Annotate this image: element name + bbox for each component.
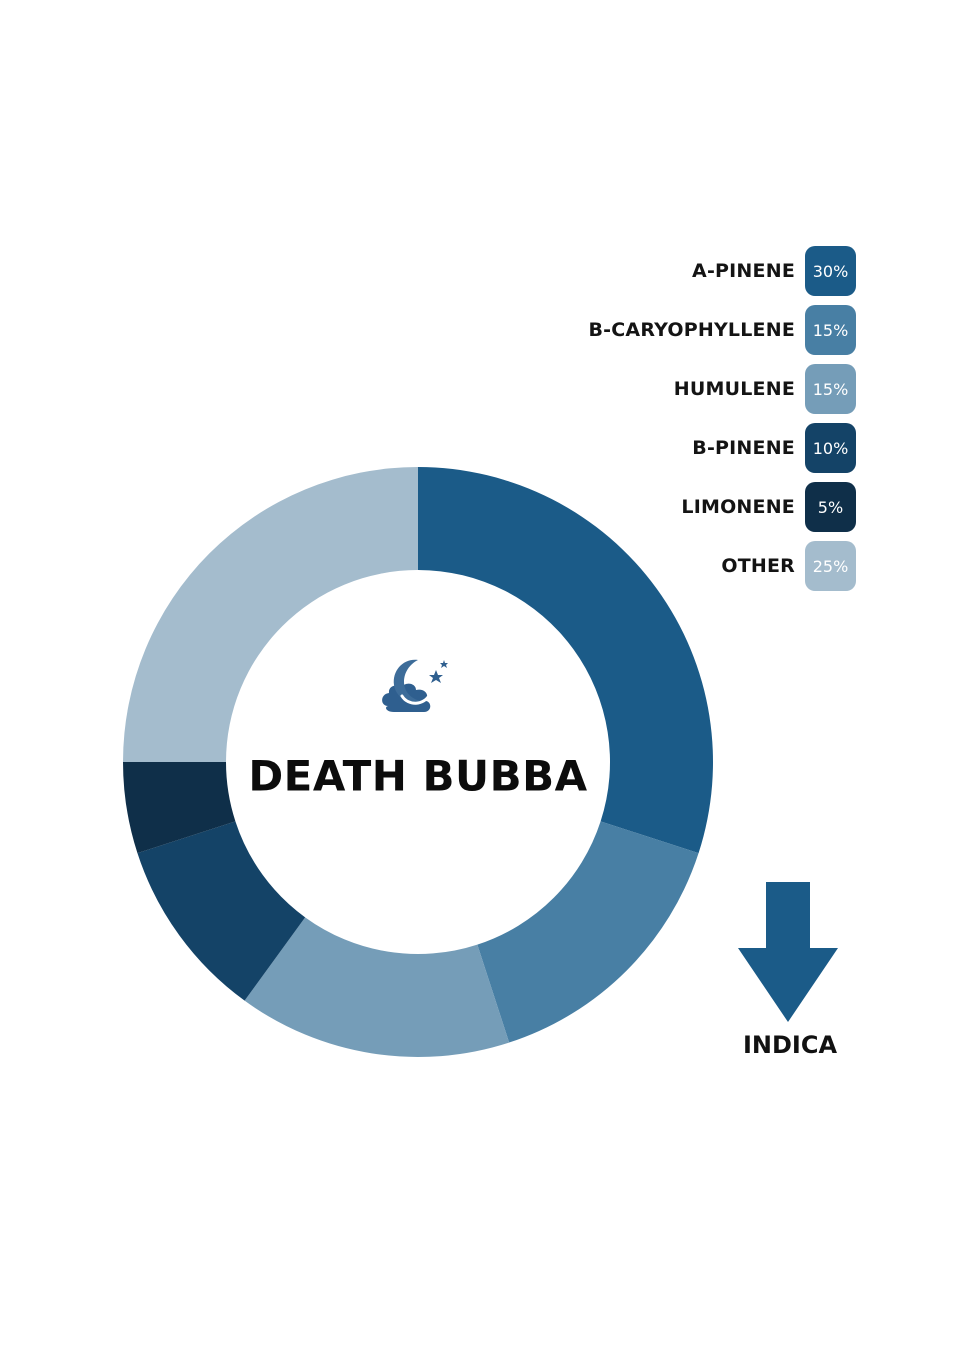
strain-name: DEATH BUBBA [248,751,588,801]
strain-type-label: INDICA [742,1031,838,1059]
donut-slice-limonene [123,762,236,854]
moon-cloud-logo-icon [378,650,458,725]
donut-slice-a-pinene [418,467,713,854]
legend-label: HUMULENE [673,378,795,400]
legend-value-badge: 15% [805,364,856,414]
donut-slice-humulene [244,917,510,1057]
legend-value-badge: 10% [805,423,856,473]
legend-item: LIMONENE 5% [589,482,856,532]
legend-item: B-CARYOPHYLLENE 15% [588,305,856,355]
down-arrow-icon [736,880,840,1029]
legend-value-badge: 5% [805,482,856,532]
chart-legend: A-PINENE 30% B-CARYOPHYLLENE 15% HUMULENE 15%… [588,246,856,600]
legend-value-badge: 30% [805,246,856,296]
legend-item: HUMULENE 15% [589,364,856,414]
donut-slice-b-caryophyllene [477,821,699,1043]
legend-label: B-PINENE [692,437,795,459]
legend-item: A-PINENE 30% [589,246,856,296]
legend-item: B-PINENE 10% [589,423,856,473]
donut-slice-b-pinene [137,821,306,1001]
donut-slice-other [123,467,418,762]
legend-value-badge: 15% [805,305,856,355]
legend-label: OTHER [721,555,795,577]
legend-label: B-CARYOPHYLLENE [588,319,795,341]
legend-label: A-PINENE [692,260,795,282]
legend-value-badge: 25% [805,541,856,591]
legend-label: LIMONENE [681,496,795,518]
legend-item: OTHER 25% [589,541,856,591]
